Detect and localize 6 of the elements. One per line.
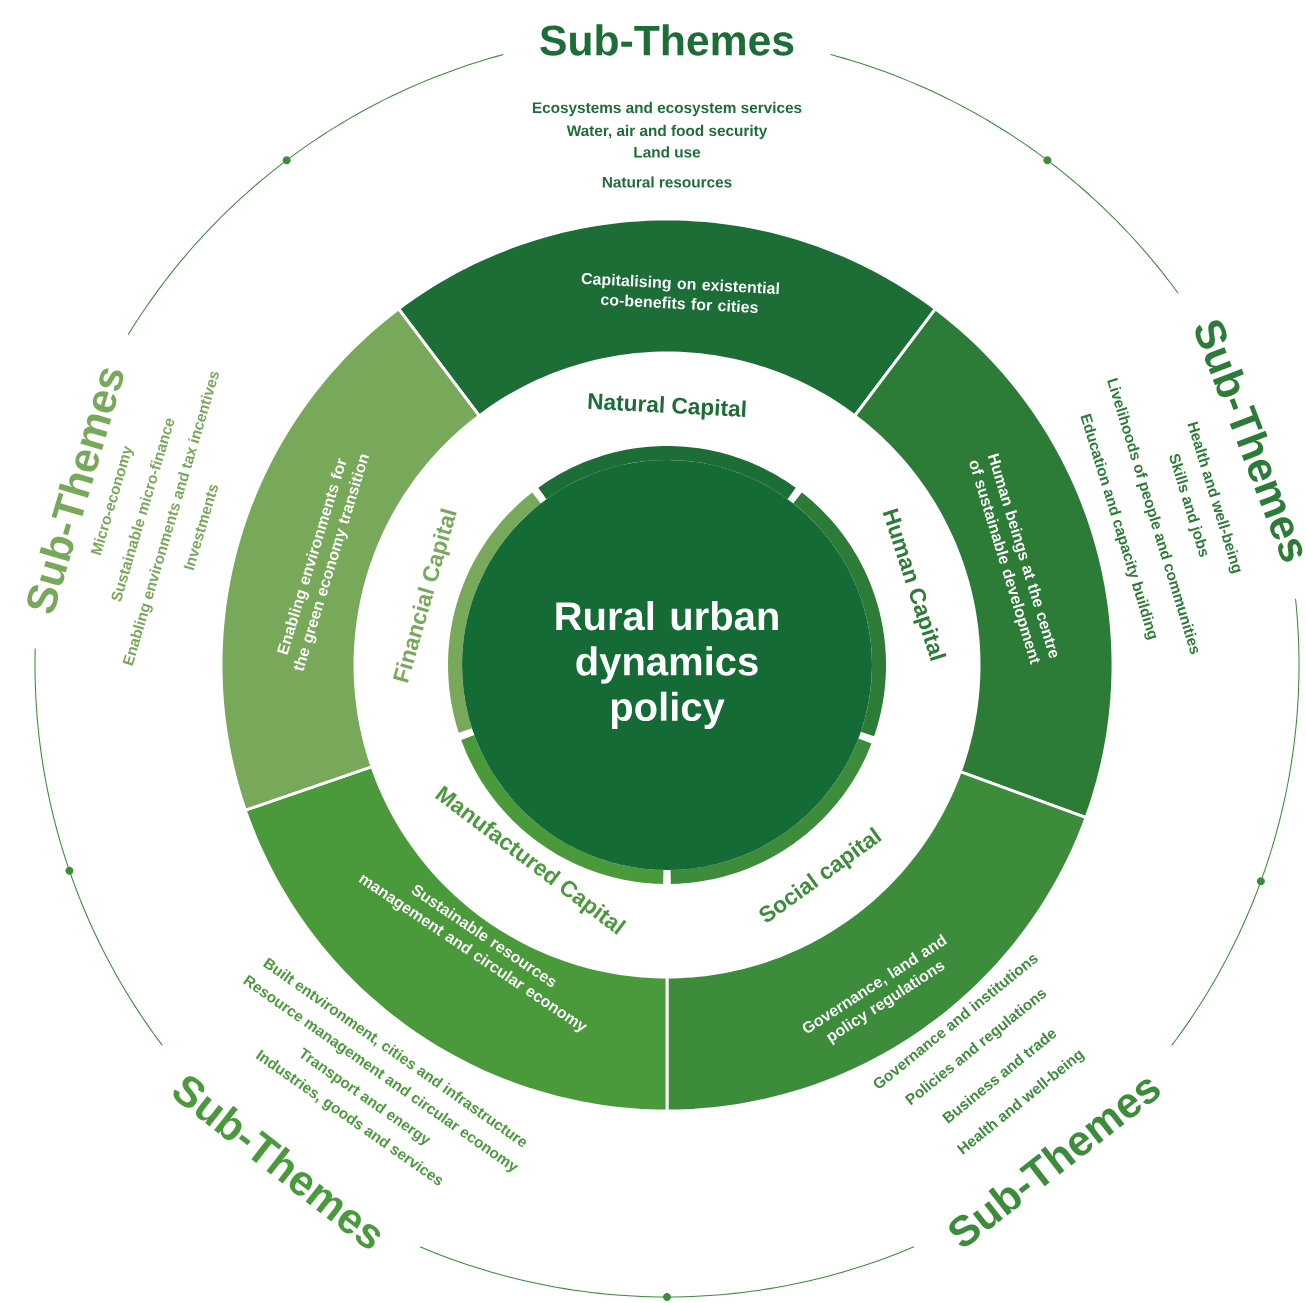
sub-theme-item: Natural resources — [602, 176, 732, 188]
capital-label: Natural Capital — [588, 393, 746, 420]
sub-theme-item: Water, air and food security — [566, 124, 768, 140]
sub-theme-item: Ecosystems and ecosystem services — [532, 101, 802, 117]
sub-theme-item: Land use — [634, 146, 701, 158]
sub-themes-heading: Sub-Themes — [540, 24, 794, 56]
